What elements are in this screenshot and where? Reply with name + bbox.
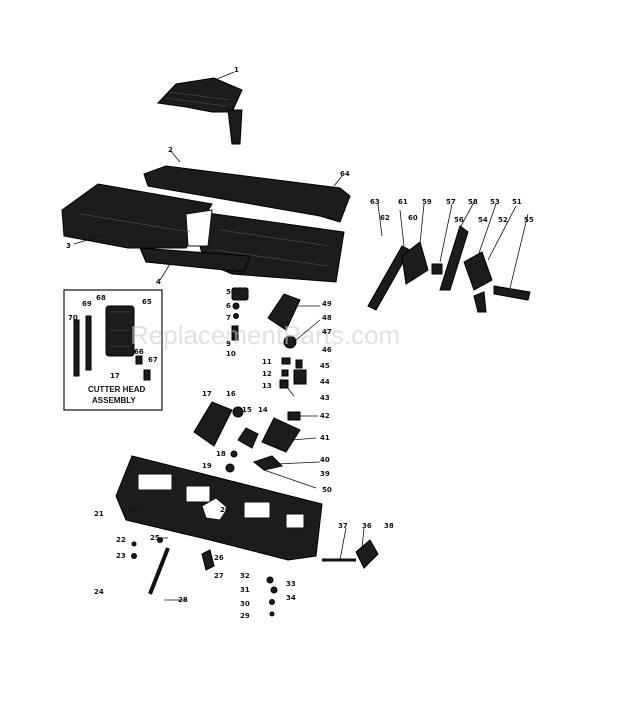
label-37: 37 xyxy=(338,522,348,530)
label-68: 68 xyxy=(96,294,106,302)
part-lower-right xyxy=(322,539,379,569)
label-52: 52 xyxy=(498,216,508,224)
label-5: 5 xyxy=(226,288,231,296)
label-4: 4 xyxy=(156,278,161,286)
label-56: 56 xyxy=(454,216,464,224)
label-24: 24 xyxy=(94,588,104,596)
label-62: 62 xyxy=(380,214,390,222)
part-number-labels: 1 2 3 4 5 6 7 9 10 11 12 13 14 15 16 17 … xyxy=(66,66,534,620)
label-46: 46 xyxy=(322,346,332,354)
label-22: 22 xyxy=(116,536,126,544)
label-69: 69 xyxy=(82,300,92,308)
part-adjust-assembly xyxy=(367,225,531,313)
label-3: 3 xyxy=(66,242,71,250)
label-34: 34 xyxy=(286,594,296,602)
label-18: 18 xyxy=(216,450,226,458)
label-42: 42 xyxy=(320,412,330,420)
part-base xyxy=(115,455,323,561)
label-2: 2 xyxy=(168,146,173,154)
label-9: 9 xyxy=(226,340,231,348)
label-26: 26 xyxy=(214,554,224,562)
label-63: 63 xyxy=(370,198,380,206)
label-50: 50 xyxy=(322,486,332,494)
inset-title-line2: ASSEMBLY xyxy=(92,396,136,405)
label-7: 7 xyxy=(226,314,231,322)
label-1: 1 xyxy=(234,66,239,74)
label-32: 32 xyxy=(240,572,250,580)
label-12: 12 xyxy=(262,370,272,378)
label-48: 48 xyxy=(322,314,332,322)
label-41: 41 xyxy=(320,434,330,442)
label-66: 66 xyxy=(134,348,144,356)
label-67: 67 xyxy=(148,356,158,364)
watermark-text: ReplacementParts.com xyxy=(130,320,400,350)
label-17: 17 xyxy=(202,390,212,398)
label-55: 55 xyxy=(524,216,534,224)
label-36: 36 xyxy=(362,522,372,530)
label-19: 19 xyxy=(202,462,212,470)
leader-lines xyxy=(73,71,529,601)
label-13: 13 xyxy=(262,382,272,390)
label-47: 47 xyxy=(322,328,332,336)
cutter-head-inset: 17 CUTTER HEAD ASSEMBLY xyxy=(63,289,163,411)
label-59: 59 xyxy=(422,198,432,206)
label-25: 25 xyxy=(150,534,160,542)
label-23: 23 xyxy=(116,552,126,560)
label-60: 60 xyxy=(408,214,418,222)
label-70: 70 xyxy=(68,314,78,322)
inset-number: 17 xyxy=(110,372,120,380)
label-27: 27 xyxy=(214,572,224,580)
label-15: 15 xyxy=(242,406,252,414)
label-45: 45 xyxy=(320,362,330,370)
label-29: 29 xyxy=(240,612,250,620)
label-33: 33 xyxy=(286,580,296,588)
label-28: 28 xyxy=(178,596,188,604)
part-small-column xyxy=(231,287,307,421)
label-44: 44 xyxy=(320,378,330,386)
label-54: 54 xyxy=(478,216,488,224)
label-39: 39 xyxy=(320,470,330,478)
label-38: 38 xyxy=(384,522,394,530)
label-57: 57 xyxy=(446,198,456,206)
part-lower-middle xyxy=(193,401,301,473)
label-16: 16 xyxy=(226,390,236,398)
label-49: 49 xyxy=(322,300,332,308)
part-fence-bar xyxy=(143,165,351,223)
part-lower-left xyxy=(131,537,278,617)
label-20: 20 xyxy=(220,506,230,514)
label-43: 43 xyxy=(320,394,330,402)
part-tables xyxy=(61,183,345,283)
label-11: 11 xyxy=(262,358,272,366)
label-14: 14 xyxy=(258,406,268,414)
label-51: 51 xyxy=(512,198,522,206)
label-31: 31 xyxy=(240,586,250,594)
label-40: 40 xyxy=(320,456,330,464)
label-64: 64 xyxy=(340,170,350,178)
label-58: 58 xyxy=(468,198,478,206)
label-21: 21 xyxy=(94,510,104,518)
label-30: 30 xyxy=(240,600,250,608)
part-guard xyxy=(156,77,243,145)
label-65: 65 xyxy=(142,298,152,306)
label-6: 6 xyxy=(226,302,231,310)
label-61: 61 xyxy=(398,198,408,206)
inset-title-line1: CUTTER HEAD xyxy=(88,385,146,394)
label-53: 53 xyxy=(490,198,500,206)
label-10: 10 xyxy=(226,350,236,358)
